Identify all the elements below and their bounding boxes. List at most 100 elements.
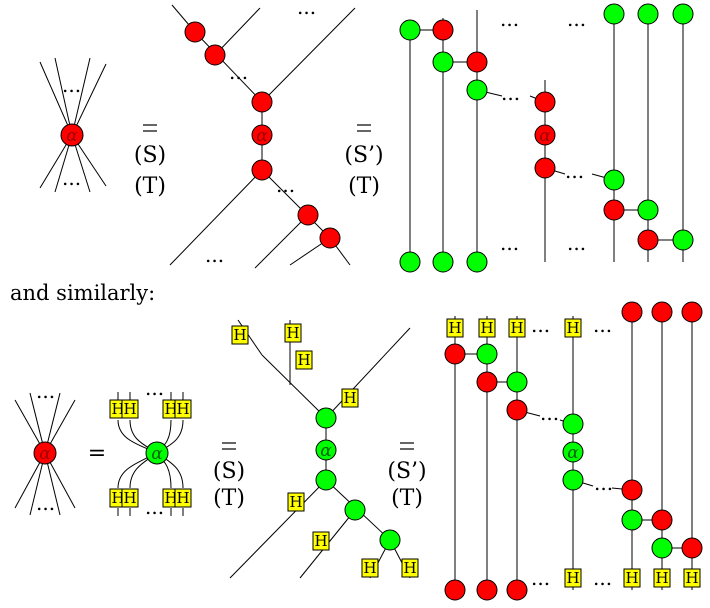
green-node — [476, 343, 498, 365]
ellipsis: ... — [145, 376, 164, 400]
red-node — [466, 51, 488, 73]
red-node — [603, 199, 625, 221]
ellipsis: ... — [500, 7, 519, 31]
green-node — [637, 3, 659, 25]
rule-label-t: (T) — [391, 486, 423, 511]
hadamard-label: H — [363, 559, 376, 577]
hadamard-box: H — [446, 318, 464, 338]
hadamard-label: H — [480, 319, 493, 337]
red-alpha-node — [251, 124, 273, 146]
top-equation-row: ... ... α (S) (T) ... ... ... ... — [39, 0, 694, 273]
hadamard-box: H — [361, 558, 379, 578]
hadamard-label: H — [343, 389, 356, 407]
green-node — [506, 371, 528, 393]
hadamard-box-frame — [287, 492, 305, 512]
red-node — [251, 159, 273, 181]
green-node — [562, 469, 584, 491]
hadamard-label: H — [164, 489, 177, 507]
hadamard-label: H — [111, 489, 124, 507]
hadamard-box-frame — [564, 318, 582, 338]
red-node — [476, 579, 498, 601]
hadamard-box: H — [653, 568, 671, 588]
hadamard-box: H — [623, 568, 641, 588]
rule-label-t: (T) — [213, 486, 245, 511]
hadamard-box: H — [231, 325, 249, 345]
hadamard-box: H — [284, 323, 302, 343]
equality-sign — [400, 442, 414, 450]
ellipsis: ... — [531, 566, 550, 590]
red-node — [621, 479, 643, 501]
red-node — [251, 91, 273, 113]
hadamard-box: H — [295, 350, 313, 370]
red-node — [204, 44, 226, 66]
green-node — [562, 413, 584, 435]
hadamard-label: H — [123, 489, 136, 507]
hadamard-box-frame — [284, 323, 302, 343]
hadamard-label: H — [176, 489, 189, 507]
hadamard-box: H — [174, 488, 192, 508]
hadamard-box-frame — [478, 318, 496, 338]
rule-label-s-prime: (S’) — [344, 143, 383, 168]
hadamard-box-frame — [564, 568, 582, 588]
red-node — [444, 343, 466, 365]
ellipsis: ... — [229, 60, 248, 84]
alpha-label: α — [151, 444, 163, 464]
equality-sign — [143, 124, 157, 132]
rule-label-s: (S) — [213, 459, 245, 484]
hadamard-label: H — [286, 324, 299, 342]
alpha-label: α — [539, 126, 551, 146]
green-spider-node — [145, 441, 169, 465]
ellipsis: ... — [205, 243, 224, 267]
hadamard-label: H — [297, 351, 310, 369]
equality-sign — [222, 442, 236, 450]
ellipsis: ... — [593, 313, 612, 337]
ellipsis: ... — [594, 471, 613, 495]
hadamard-label: H — [314, 532, 327, 550]
green-node — [621, 509, 643, 531]
hadamard-label: H — [233, 326, 246, 344]
hadamard-box-frame — [508, 318, 526, 338]
rule-label-s: (S) — [134, 143, 166, 168]
green-node — [672, 229, 694, 251]
red-node — [319, 227, 341, 249]
hadamard-box: H — [564, 318, 582, 338]
hadamard-box-frame — [295, 350, 313, 370]
hadamard-box: H — [401, 558, 419, 578]
red-node — [506, 579, 528, 601]
hadamard-label: H — [566, 569, 579, 587]
hadamard-box-frame — [401, 558, 419, 578]
green-node — [399, 19, 421, 41]
hadamard-label: H — [655, 569, 668, 587]
hadamard-label: H — [448, 319, 461, 337]
hadamard-label: H — [111, 400, 124, 418]
hadamard-box-frame — [312, 531, 330, 551]
green-alpha-node — [315, 439, 337, 461]
green-node — [637, 199, 659, 221]
red-node — [444, 579, 466, 601]
green-node — [315, 407, 337, 429]
red-node — [637, 229, 659, 251]
ellipsis: ... — [62, 73, 81, 97]
green-node — [399, 251, 421, 273]
hadamard-label: H — [685, 569, 698, 587]
hadamard-box-frame — [231, 325, 249, 345]
green-node — [603, 3, 625, 25]
red-spider-node — [33, 441, 57, 465]
red-node — [534, 91, 556, 113]
and-similarly-text: and similarly: — [10, 281, 155, 305]
ellipsis: ... — [531, 313, 550, 337]
hadamard-box-frame — [446, 318, 464, 338]
green-node — [379, 529, 401, 551]
equality-sign — [357, 124, 371, 132]
alpha-label: α — [320, 441, 332, 461]
alpha-label: α — [66, 126, 78, 146]
hadamard-label: H — [123, 400, 136, 418]
red-node — [681, 301, 703, 323]
rule-label-t: (T) — [134, 174, 166, 199]
green-node — [672, 3, 694, 25]
red-node — [534, 157, 556, 179]
